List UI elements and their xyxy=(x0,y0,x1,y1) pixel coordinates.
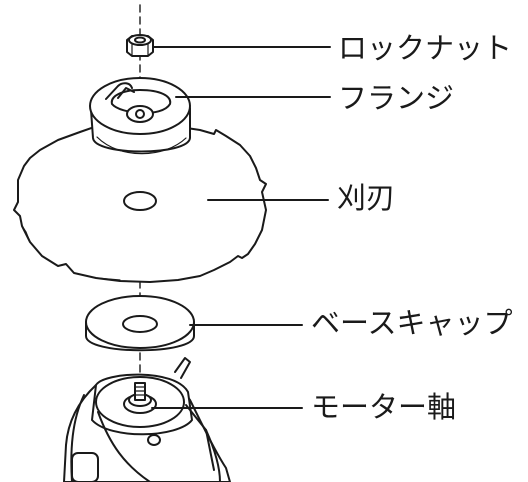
flange xyxy=(90,78,190,154)
label-blade: 刈刃 xyxy=(337,181,396,215)
label-flange: フランジ xyxy=(338,81,455,115)
label-base-cap: ベースキャップ xyxy=(311,306,513,340)
motor-housing xyxy=(64,358,230,482)
base-cap xyxy=(86,296,194,350)
label-lock-nut: ロックナット xyxy=(338,31,513,65)
label-motor-shaft: モーター軸 xyxy=(311,390,457,424)
motor-shaft xyxy=(124,383,156,413)
blade xyxy=(14,125,266,282)
lock-nut xyxy=(127,35,153,56)
